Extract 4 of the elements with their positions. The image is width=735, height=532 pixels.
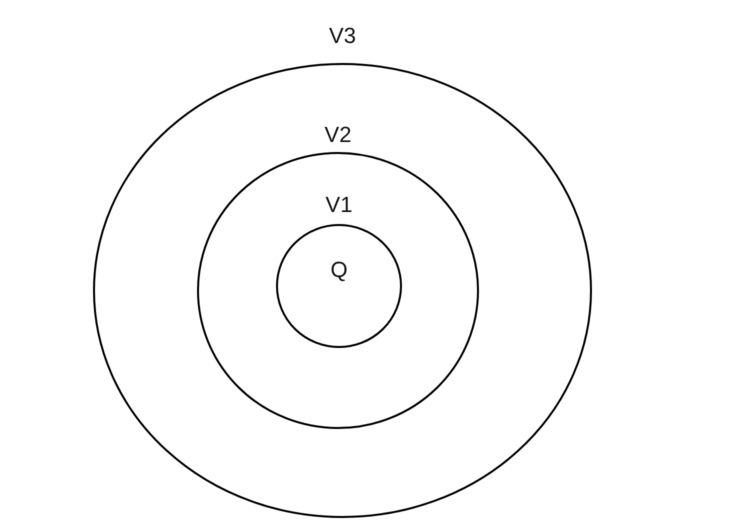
ring-label: V2	[324, 123, 352, 147]
ring-label: V1	[326, 193, 352, 217]
center-label: Q	[330, 258, 348, 282]
ring-label: V3	[329, 24, 356, 48]
